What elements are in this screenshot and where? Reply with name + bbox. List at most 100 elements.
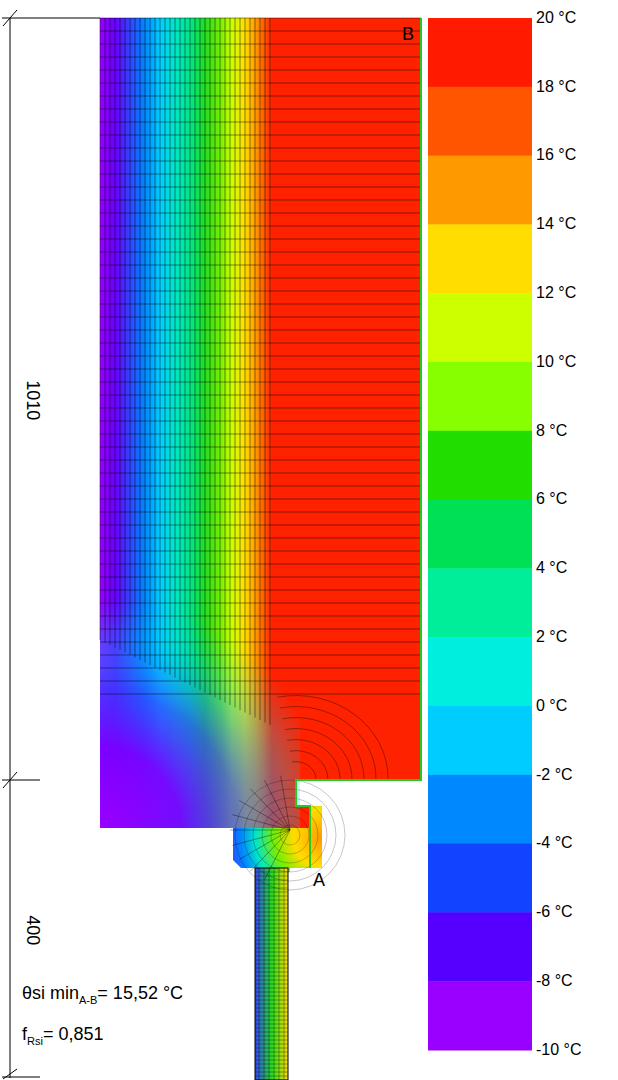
dimension-label: 1010 <box>23 380 44 420</box>
dimension-tick <box>3 10 17 26</box>
mesh-line <box>280 707 376 780</box>
color-band <box>428 912 532 981</box>
mesh-line <box>292 762 316 780</box>
mesh-line <box>100 252 421 253</box>
scale-label: 12 °C <box>536 284 576 302</box>
mesh-line <box>100 629 421 630</box>
mesh-line <box>100 148 421 149</box>
mesh-grid <box>100 18 421 1080</box>
result-text: θsi minA-B= 15,52 °C <box>20 983 185 1007</box>
mesh-line <box>100 473 421 474</box>
mesh-line <box>100 603 421 604</box>
mesh-line <box>255 1048 288 1049</box>
mesh-line <box>255 980 288 981</box>
mesh-line <box>130 18 131 655</box>
scale-label: 16 °C <box>536 146 576 164</box>
mesh-line <box>255 1036 288 1037</box>
wall-section <box>100 18 422 828</box>
mesh-line <box>190 18 191 685</box>
mesh-line <box>255 1076 288 1077</box>
mesh-line <box>100 96 421 97</box>
mesh-line <box>100 304 421 305</box>
mesh-line <box>100 44 421 45</box>
result-subscript: Rsi <box>27 1035 43 1047</box>
mesh-line <box>100 564 421 565</box>
color-scale <box>428 18 532 1051</box>
mesh-line <box>100 18 101 640</box>
mesh-line <box>100 642 421 643</box>
glazing-strip <box>255 868 288 1080</box>
mesh-line <box>100 395 421 396</box>
mesh-line <box>255 1044 288 1045</box>
mesh-line <box>100 538 421 539</box>
mesh-line <box>264 868 265 1080</box>
mesh-line <box>100 83 421 84</box>
color-band <box>428 637 532 706</box>
strip-outline <box>255 868 288 1080</box>
mesh-line <box>100 265 421 266</box>
mesh-line <box>255 1032 288 1033</box>
mesh-line <box>290 751 328 780</box>
mesh-line <box>255 968 288 969</box>
mesh-line <box>255 888 288 889</box>
mesh-line <box>255 1068 288 1069</box>
mesh-line <box>135 18 136 658</box>
mesh-line <box>255 904 288 905</box>
mesh-line <box>100 421 421 422</box>
mesh-line <box>100 460 421 461</box>
mesh-line <box>232 815 290 830</box>
mesh-line <box>279 868 280 1080</box>
mesh-line <box>285 729 352 780</box>
mesh-line <box>100 447 421 448</box>
mesh-line <box>255 1016 288 1017</box>
mesh-line <box>235 780 345 890</box>
mesh-line <box>232 830 290 845</box>
mesh-line <box>185 18 186 683</box>
mesh-line <box>274 868 275 1080</box>
mesh-line <box>255 940 288 941</box>
mesh-line <box>150 18 151 665</box>
mesh-line <box>100 122 421 123</box>
mesh-line <box>250 18 251 715</box>
mesh-line <box>255 900 288 901</box>
mesh-line <box>255 1052 288 1053</box>
mesh-line <box>255 1008 288 1009</box>
result-subscript: A-B <box>79 994 97 1006</box>
result-value: = 15,52 °C <box>97 983 183 1003</box>
scale-label: -6 °C <box>536 903 573 921</box>
mesh-line <box>255 916 288 917</box>
mesh-line <box>100 408 421 409</box>
dimension-tick <box>3 1069 17 1079</box>
mesh-line <box>255 992 288 993</box>
mesh-line <box>100 200 421 201</box>
result-value: = 0,851 <box>43 1024 104 1044</box>
scale-label: 8 °C <box>536 422 567 440</box>
mesh-line <box>255 896 288 897</box>
mesh-line <box>255 924 288 925</box>
mesh-line <box>100 278 421 279</box>
mesh-line <box>100 70 421 71</box>
scale-label: -10 °C <box>536 1041 582 1059</box>
dimension-tick <box>3 772 17 788</box>
mesh-line <box>255 1056 288 1057</box>
dimension-tick <box>2 1077 40 1078</box>
mesh-line <box>255 1000 288 1001</box>
dimension-tick <box>2 18 100 19</box>
scale-label: 2 °C <box>536 628 567 646</box>
mesh-line <box>170 18 171 675</box>
mesh-line <box>100 57 421 58</box>
dimension-line <box>2 10 100 1079</box>
mesh-line <box>210 18 211 695</box>
mesh-line <box>271 816 309 854</box>
mesh-line <box>100 213 421 214</box>
mesh-line <box>239 801 290 830</box>
mesh-line <box>255 1004 288 1005</box>
mesh-line <box>100 317 421 318</box>
dimension-label: 400 <box>23 915 44 945</box>
mesh-line <box>255 956 288 957</box>
mesh-line <box>255 1064 288 1065</box>
point-label: A <box>313 870 325 891</box>
color-band <box>428 844 532 913</box>
mesh-line <box>255 964 288 965</box>
